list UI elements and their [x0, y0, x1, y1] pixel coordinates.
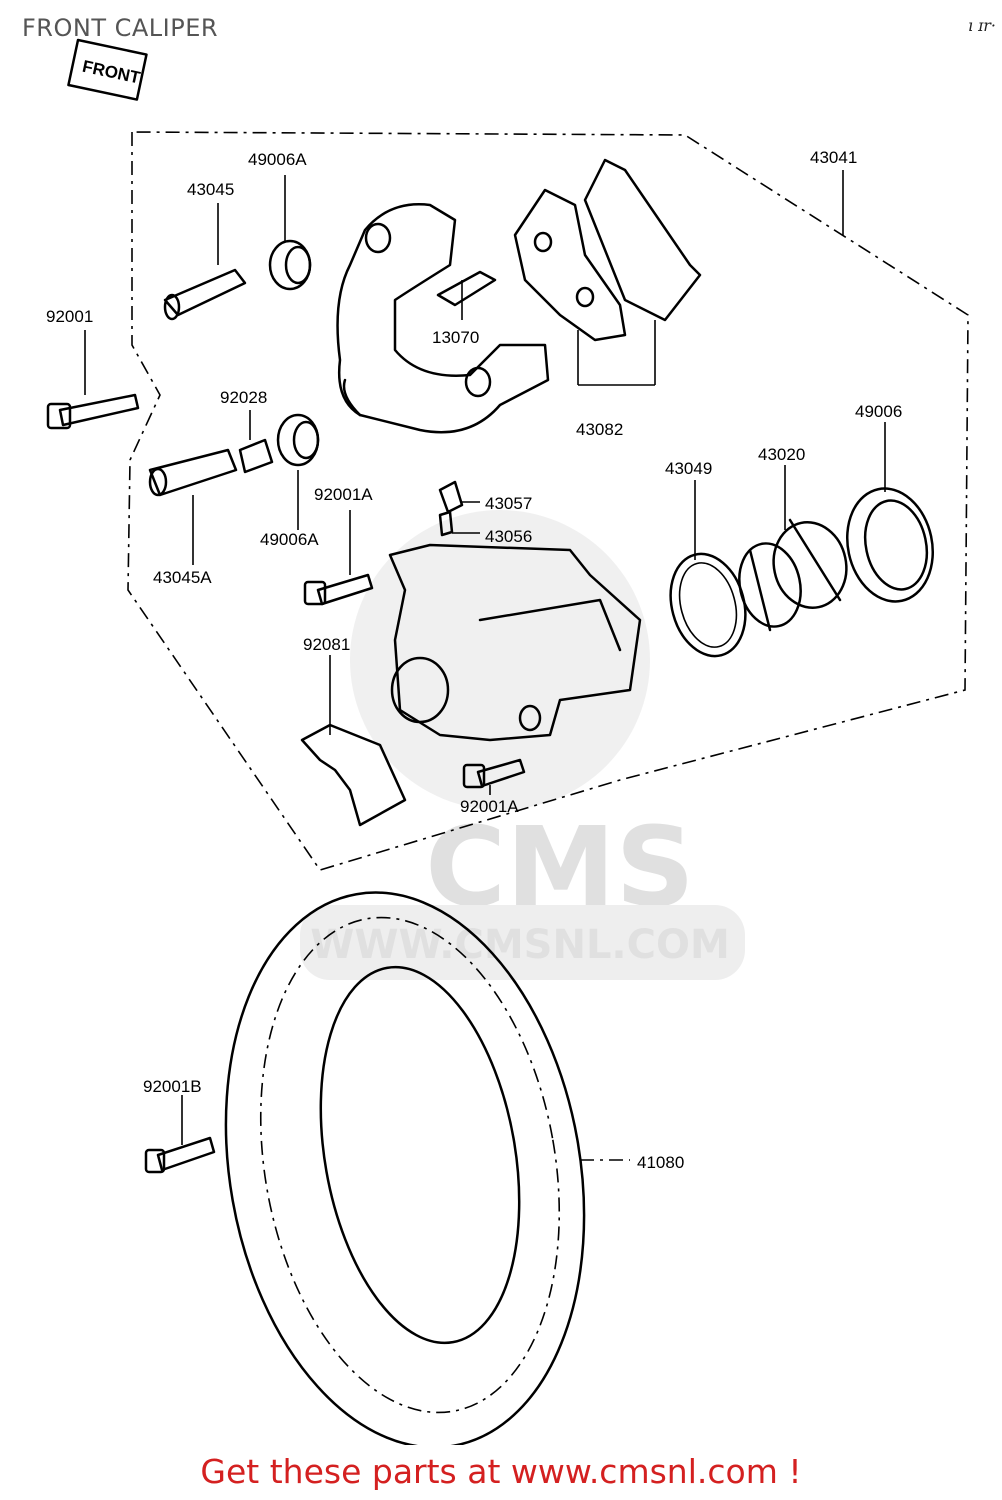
shim-13070: [436, 270, 497, 307]
watermark-url-band: [300, 905, 745, 980]
label-43056: 43056: [485, 527, 532, 546]
label-43045A: 43045A: [153, 568, 212, 587]
boot-49006A-top: [268, 239, 312, 291]
page-title: FRONT CALIPER: [22, 14, 219, 42]
pin-43045: [163, 268, 247, 321]
brake-disc-41080: [224, 891, 586, 1445]
watermark-url: WWW.CMSNL.COM: [310, 922, 730, 968]
dust-seal-49006: [845, 487, 935, 603]
parts-diagram: CMS WWW.CMSNL.COM FRONT: [46, 38, 969, 1445]
sleeve-92028: [238, 438, 274, 474]
label-49006A-bottom: 49006A: [260, 530, 319, 549]
corner-code: ı ɪr·: [967, 16, 996, 35]
label-92001A-top: 92001A: [314, 485, 373, 504]
label-43057: 43057: [485, 494, 532, 513]
front-tag: FRONT: [67, 38, 148, 101]
bolt-92001: [46, 393, 140, 430]
caliper-bracket: [336, 203, 550, 434]
label-92001: 92001: [46, 307, 93, 326]
boot-49006A-bottom: [276, 413, 320, 467]
pin-43045A: [148, 448, 238, 497]
piston-43020: [738, 518, 848, 632]
label-43049: 43049: [665, 459, 712, 478]
bolt-92001B: [144, 1136, 216, 1174]
label-41080: 41080: [637, 1153, 684, 1172]
label-49006A-top: 49006A: [248, 150, 307, 169]
label-43041: 43041: [810, 148, 857, 167]
bolt-92001A-bottom: [462, 758, 526, 789]
watermark-mascot: [350, 510, 650, 810]
bleeder-valve: [438, 480, 464, 537]
clip-92081: [300, 723, 407, 827]
caliper-body: [388, 543, 642, 742]
label-92028: 92028: [220, 388, 267, 407]
label-43045: 43045: [187, 180, 234, 199]
label-13070: 13070: [432, 328, 479, 347]
brake-pads: [513, 158, 702, 342]
label-92001B: 92001B: [143, 1077, 202, 1096]
label-43020: 43020: [758, 445, 805, 464]
watermark: CMS WWW.CMSNL.COM: [300, 510, 745, 980]
svg-text:FRONT: FRONT: [81, 57, 143, 88]
bolt-92001A-top: [303, 573, 374, 606]
get-parts-link[interactable]: Get these parts at www.cmsnl.com !: [200, 1452, 802, 1491]
label-92001A-bottom: 92001A: [460, 797, 519, 816]
leader-lines: [84, 170, 886, 1161]
label-49006: 49006: [855, 402, 902, 421]
part-labels: 43041 49006A 43045 92001 13070 43082 920…: [46, 148, 902, 1172]
label-43082: 43082: [576, 420, 623, 439]
label-92081: 92081: [303, 635, 350, 654]
